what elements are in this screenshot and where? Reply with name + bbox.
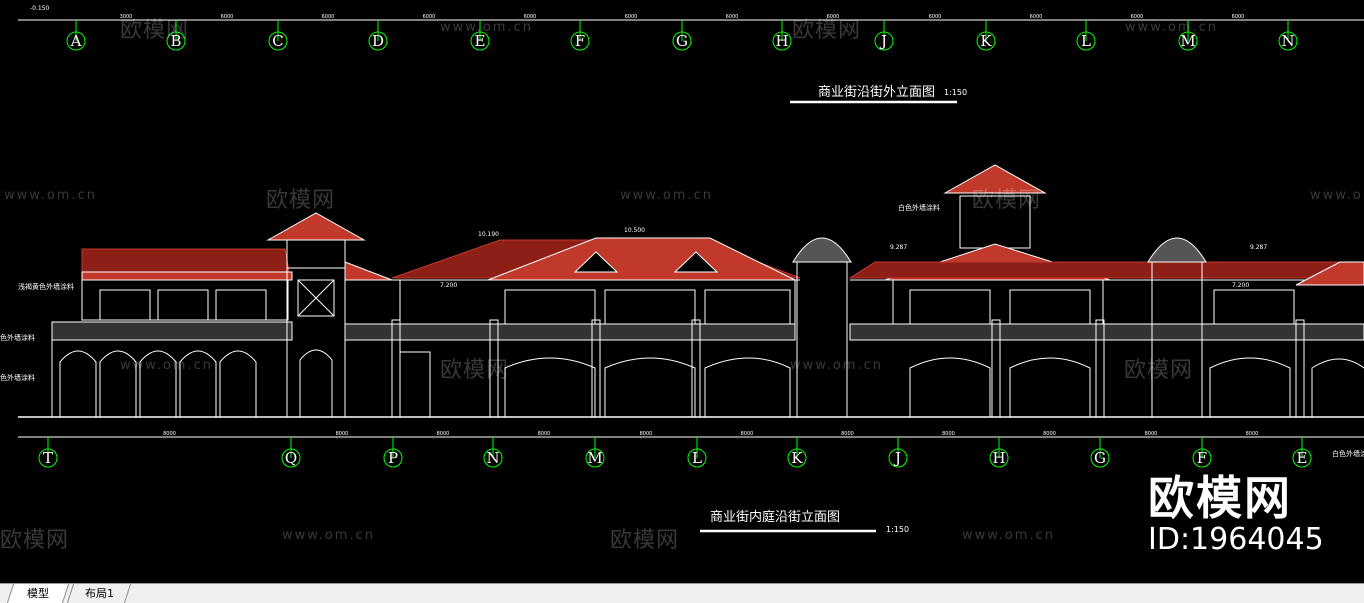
top-axis-J: J <box>879 32 887 50</box>
note-right: 白色外墙涂 <box>1332 449 1364 458</box>
watermark-url: www.om.cn <box>1310 188 1364 203</box>
watermark-logo: 欧模网 <box>792 18 862 43</box>
top-dimension: 6000 <box>423 14 436 20</box>
top-axis-K: K <box>980 32 992 50</box>
top-dimension: 6000 <box>726 14 739 20</box>
top-dimension: 6000 <box>1131 14 1144 20</box>
bottom-axis-T: T <box>43 449 53 467</box>
note-left-1: 浅褐黄色外墙涂料 <box>18 282 74 291</box>
top-dimension: 6000 <box>221 14 234 20</box>
watermark-url: www.om.cn <box>1125 20 1218 35</box>
watermark-url: www.om.cn <box>4 188 97 203</box>
watermark-url: www.om.cn <box>790 358 883 373</box>
top-dimension: 6000 <box>524 14 537 20</box>
tab-layout1-label: 布局1 <box>84 587 114 600</box>
bottom-axis-K: K <box>791 449 803 467</box>
top-dimension: 6000 <box>625 14 638 20</box>
watermark-logo: 欧模网 <box>0 528 70 553</box>
bottom-axis-H: H <box>992 449 1005 467</box>
level-6: 7.200 <box>1232 282 1249 289</box>
bottom-dimension: 8000 <box>741 431 754 437</box>
bottom-elevation-title: 商业街内庭沿街立面图 <box>710 509 840 525</box>
watermark-url: www.om.cn <box>282 528 375 543</box>
top-axis-M: M <box>1180 32 1195 50</box>
level-5: 7.200 <box>440 282 457 289</box>
watermark-logo: 欧模网 <box>1124 358 1194 383</box>
top-dimension: 6000 <box>827 14 840 20</box>
watermark-url: www.om.cn <box>440 20 533 35</box>
top-dimension: 3000 <box>120 14 133 20</box>
drawing-viewport[interactable]: A B C D E F G H J K L M N 3000 6000 6000 6000 6000 6000 600… <box>0 0 1364 583</box>
tab-model[interactable]: 模型 <box>6 584 70 603</box>
level-1: 10.190 <box>478 231 499 238</box>
bottom-axis-J: J <box>893 449 901 467</box>
top-axis-B: B <box>170 32 181 50</box>
bottom-dimension: 8000 <box>163 431 176 437</box>
top-axis-C: C <box>272 32 283 50</box>
top-axis-H: H <box>775 32 788 50</box>
bottom-dimension: 8000 <box>1043 431 1056 437</box>
bottom-dimension: 8000 <box>640 431 653 437</box>
top-axis-L: L <box>1081 32 1091 50</box>
watermark-url: www.om.cn <box>120 358 213 373</box>
watermark-logo: 欧模网 <box>972 188 1042 213</box>
cad-drawing: A B C D E F G H J K L M N 3000 6000 6000 6000 6000 6000 600… <box>0 5 1364 534</box>
top-elevation-title: 商业街沿街外立面图 <box>818 85 935 100</box>
top-axis-F: F <box>575 32 585 50</box>
bottom-axis-F: F <box>1197 449 1207 467</box>
bottom-axis-M: M <box>587 449 602 467</box>
bottom-dimension: 8000 <box>1246 431 1259 437</box>
note-left-2: 色外墙涂料 <box>0 333 35 342</box>
bottom-axis-Q: Q <box>285 449 297 467</box>
watermark-logo: 欧模网 <box>440 358 510 383</box>
top-dimension: 6000 <box>1232 14 1245 20</box>
bottom-dimension: 8000 <box>841 431 854 437</box>
bottom-grid-axes: T Q P N M L K J H G F E 8000 8000 8000 8000 8000 8000 8000… <box>18 431 1364 468</box>
tab-layout1[interactable]: 布局1 <box>66 584 132 603</box>
watermark-url: www.om.cn <box>620 188 713 203</box>
watermark-url: www.om.cn <box>962 528 1055 543</box>
watermark-logo: 欧模网 <box>266 188 336 213</box>
watermark-logo: 欧模网 <box>610 528 680 553</box>
bottom-axis-P: P <box>388 449 398 467</box>
watermark-big-logo: 欧模网 <box>1148 471 1292 525</box>
top-dimension: 6000 <box>322 14 335 20</box>
bottom-dimension: 8000 <box>1145 431 1158 437</box>
bottom-axis-E: E <box>1297 449 1308 467</box>
top-axis-A: A <box>70 32 82 50</box>
top-dimension: 6000 <box>929 14 942 20</box>
tab-model-label: 模型 <box>27 587 49 600</box>
level-mark: -0.150 <box>30 5 50 12</box>
top-axis-D: D <box>372 32 384 50</box>
top-axis-N: N <box>1281 32 1294 50</box>
level-4: 9.287 <box>1250 244 1267 251</box>
bottom-axis-G: G <box>1094 449 1106 467</box>
bottom-dimension: 8000 <box>336 431 349 437</box>
bottom-dimension: 8000 <box>942 431 955 437</box>
watermark-id: ID:1964045 <box>1148 522 1324 557</box>
top-elevation-scale: 1:150 <box>944 88 967 97</box>
note-tower: 白色外墙涂料 <box>898 203 940 212</box>
level-3: 9.287 <box>890 244 907 251</box>
bottom-axis-N: N <box>486 449 499 467</box>
top-grid-axes: A B C D E F G H J K L M N 3000 6000 6000 6000 6000 6000 600… <box>18 14 1364 51</box>
bottom-dimension: 8000 <box>538 431 551 437</box>
layout-tab-bar: 模型 布局1 <box>0 583 1364 603</box>
level-2: 10.500 <box>624 227 645 234</box>
top-dimension: 6000 <box>1030 14 1043 20</box>
bottom-axis-L: L <box>692 449 702 467</box>
bottom-dimension: 8000 <box>437 431 450 437</box>
top-axis-E: E <box>475 32 486 50</box>
watermark-logo: 欧模网 <box>120 18 190 43</box>
top-axis-G: G <box>676 32 688 50</box>
note-left-3: 色外墙涂料 <box>0 373 35 382</box>
building-elevation <box>18 164 1364 418</box>
bottom-elevation-scale: 1:150 <box>886 525 909 534</box>
